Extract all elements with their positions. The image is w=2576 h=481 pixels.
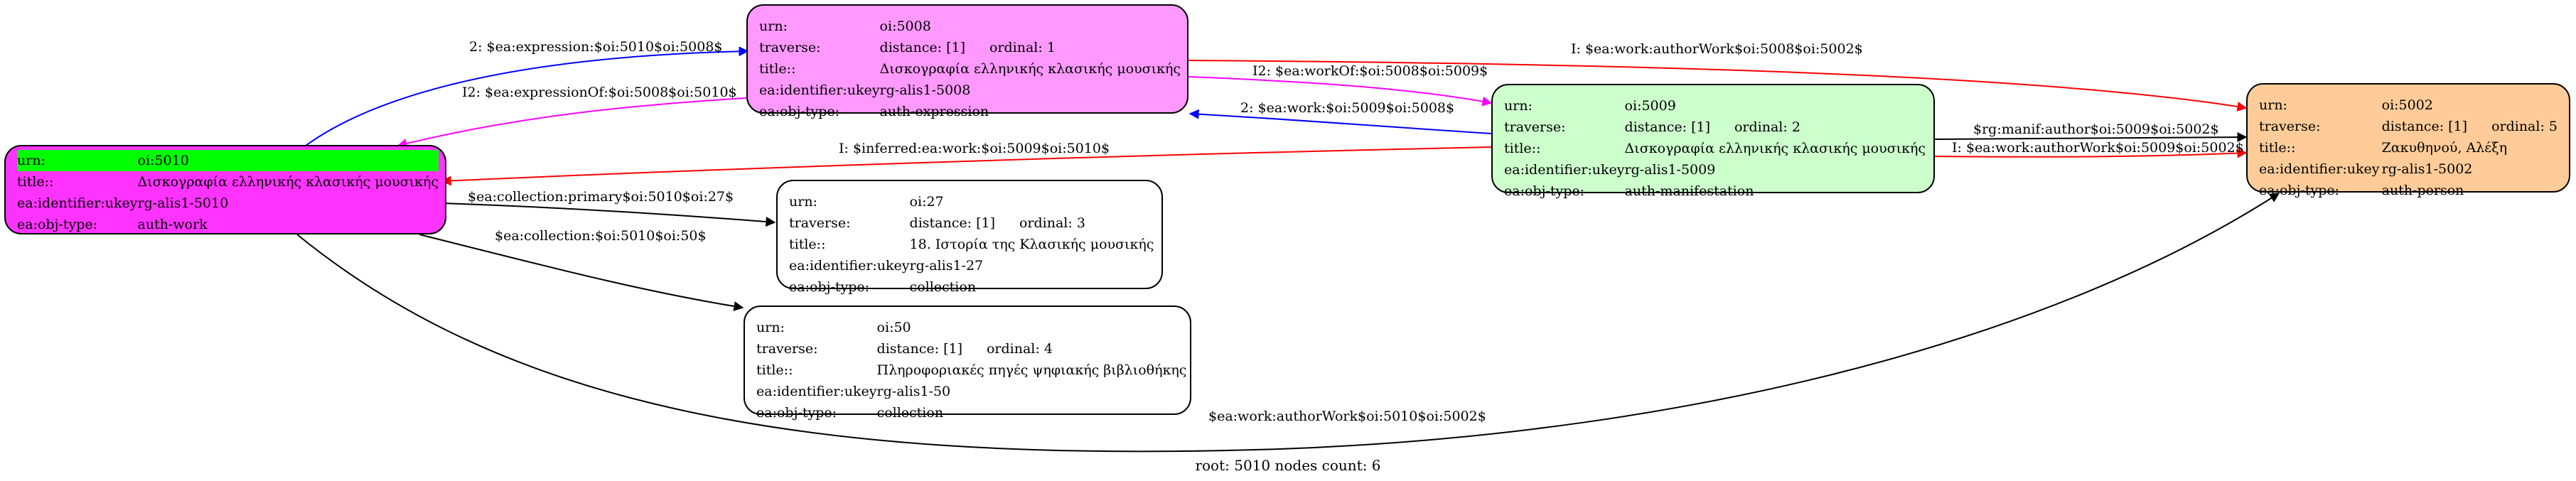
edge-5010-27-collection-primary [441, 202, 776, 227]
edge-label: $ea:collection:primary$oi:5010$oi:27$ [468, 189, 734, 205]
edge-5009-5002-authorwork [1934, 148, 2248, 158]
edge-label: I: $ea:work:authorWork$oi:5009$oi:5002$ [1952, 140, 2244, 156]
type-value: auth-work [137, 217, 208, 232]
edge-5008-5010-expressionof [397, 97, 747, 148]
ordinal: ordinal: 2 [1734, 119, 1800, 135]
ordinal: ordinal: 3 [1019, 215, 1085, 231]
title-value: 18. Ιστορία της Κλασικής μουσικής [909, 237, 1154, 252]
urn-label: urn: [2259, 97, 2287, 113]
type-value: auth-expression [879, 104, 989, 119]
urn-label: urn: [17, 150, 138, 171]
edge-5009-5002-manif-author [1934, 132, 2248, 143]
title-value: Δισκογραφία ελληνικής κλασικής μουσικής [137, 174, 439, 190]
urn-value: oi:50 [876, 320, 911, 335]
urn-value: oi:5010 [137, 150, 439, 171]
ukey-value: rg-alis1-5002 [2381, 161, 2473, 177]
ukey-value: rg-alis1-5009 [1624, 162, 1716, 178]
type-value: collection [876, 405, 944, 421]
type-value: collection [909, 279, 977, 295]
edge-label: I: $ea:work:authorWork$oi:5008$oi:5002$ [1571, 41, 1863, 57]
distance: distance: [1] [879, 40, 965, 55]
ukey-label: ea:identifier:ukey [17, 195, 138, 211]
urn-value: oi:27 [909, 194, 944, 210]
ordinal: ordinal: 5 [2491, 119, 2558, 134]
title-label: title:: [756, 362, 793, 378]
ukey-label: ea:identifier:ukey [2259, 161, 2380, 177]
traverse-label: traverse: [756, 341, 818, 357]
type-label: ea:obj-type: [17, 217, 98, 232]
traverse-label: traverse: [1504, 119, 1566, 135]
node-oi-27[interactable]: urn: oi:27 traverse: distance: [1] ordinal:… [776, 180, 1163, 295]
ukey-value: rg-alis1-5010 [137, 195, 229, 211]
type-label: ea:obj-type: [756, 405, 837, 421]
edge-5009-5010-inferred [441, 146, 1492, 186]
node-oi-5009[interactable]: urn: oi:5009 traverse: distance: [1] ordina… [1491, 84, 1935, 199]
traverse-label: traverse: [759, 40, 821, 55]
edge-label: I: $inferred:ea:work:$oi:5009$oi:5010$ [839, 141, 1110, 156]
edge-5008-5002-authorwork [1188, 60, 2248, 112]
title-label: title:: [2259, 140, 2296, 156]
edge-5010-5002-authorwork [296, 193, 2280, 453]
title-value: Ζακυθηνού, Αλέξη [2381, 140, 2507, 156]
urn-label: urn: [756, 320, 785, 335]
distance: distance: [1] [1624, 119, 1710, 135]
ordinal: ordinal: 4 [986, 341, 1053, 357]
urn-label: urn: [789, 194, 817, 210]
title-value: Πληροφοριακές πηγές ψηφιακής βιβλιοθήκης [876, 362, 1187, 378]
urn-value: oi:5009 [1624, 98, 1676, 114]
ukey-label: ea:identifier:ukey [789, 258, 910, 274]
type-label: ea:obj-type: [2259, 183, 2340, 198]
type-label: ea:obj-type: [1504, 183, 1585, 199]
edge-label: $ea:work:authorWork$oi:5010$oi:5002$ [1208, 409, 1486, 424]
traverse-label: traverse: [789, 215, 851, 231]
title-value: Δισκογραφία ελληνικής κλασικής μουσικής [879, 61, 1181, 77]
title-label: title:: [17, 174, 54, 190]
urn-value: oi:5002 [2381, 97, 2433, 113]
type-value: auth-manifestation [1624, 183, 1754, 199]
ukey-value: rg-alis1-27 [909, 258, 984, 274]
ukey-value: rg-alis1-5008 [879, 82, 971, 98]
edge-label: I2: $ea:expressionOf:$oi:5008$oi:5010$ [462, 85, 737, 100]
edge-label: 2: $ea:expression:$oi:5010$oi:5008$ [469, 39, 723, 55]
edge-label: $ea:collection:$oi:5010$oi:50$ [495, 228, 707, 244]
graph-footer: root: 5010 nodes count: 6 [1195, 457, 1381, 474]
urn-value: oi:5008 [879, 18, 931, 34]
edge-5010-50-collection [419, 234, 744, 311]
edge-label: $rg:manif:author$oi:5009$oi:5002$ [1973, 121, 2219, 137]
edge-label: 2: $ea:work:$oi:5009$oi:5008$ [1240, 100, 1454, 116]
type-label: ea:obj-type: [759, 104, 840, 119]
distance: distance: [1] [2381, 119, 2468, 134]
traverse-label: traverse: [2259, 119, 2321, 134]
node-oi-5010[interactable]: urn:oi:5010 title::Δισκογραφία ελληνικής… [4, 145, 446, 234]
distance: distance: [1] [909, 215, 995, 231]
title-label: title:: [759, 61, 796, 77]
ukey-label: ea:identifier:ukey [756, 384, 877, 399]
ukey-value: rg-alis1-50 [876, 384, 951, 399]
type-label: ea:obj-type: [789, 279, 870, 295]
title-value: Δισκογραφία ελληνικής κλασικής μουσικής [1624, 141, 1926, 156]
type-value: auth-person [2381, 183, 2464, 198]
title-label: title:: [789, 237, 826, 252]
edge-5010-5008-expression [305, 46, 749, 146]
distance: distance: [1] [876, 341, 962, 357]
edge-label: I2: $ea:workOf:$oi:5008$oi:5009$ [1252, 63, 1488, 79]
ukey-label: ea:identifier:ukey [759, 82, 880, 98]
edge-5008-5009-workof [1188, 76, 1493, 107]
urn-label: urn: [1504, 98, 1533, 114]
ukey-label: ea:identifier:ukey [1504, 162, 1625, 178]
node-oi-5008[interactable]: urn: oi:5008 traverse: distance: [1] ordina… [746, 4, 1188, 119]
ordinal: ordinal: 1 [989, 40, 1056, 55]
title-label: title:: [1504, 141, 1541, 156]
urn-label: urn: [759, 18, 788, 34]
node-oi-50[interactable]: urn: oi:50 traverse: distance: [1] ordinal:… [744, 306, 1191, 421]
edge-5009-5008-work [1188, 109, 1492, 134]
node-oi-5002[interactable]: urn: oi:5002 traverse: distance: [1] ordina… [2246, 83, 2570, 198]
